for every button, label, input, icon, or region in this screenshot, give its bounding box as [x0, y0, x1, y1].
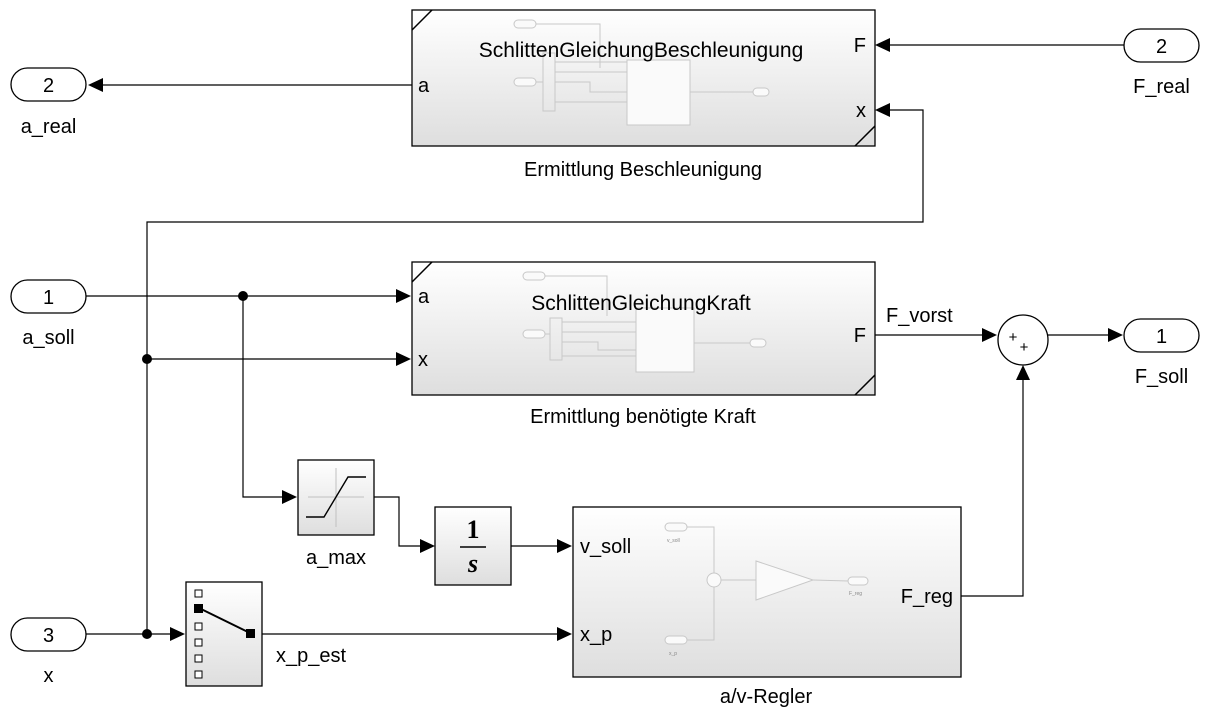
- selector-block[interactable]: [185, 581, 263, 687]
- block-caption: Ermittlung benötigte Kraft: [530, 406, 756, 428]
- port-name: F_soll: [1135, 366, 1188, 388]
- subsystem-thumbnail: [522, 271, 767, 373]
- saturation-block-a-max[interactable]: a_max: [297, 459, 375, 569]
- port-shape: [1123, 28, 1200, 63]
- inner-label: F_reg: [849, 591, 862, 597]
- selector-input-marker: [194, 622, 203, 631]
- port-number: 1: [1156, 326, 1167, 348]
- port-label-F: F: [854, 325, 866, 347]
- port-label-x: x: [418, 349, 428, 371]
- saturation-curve: [306, 476, 366, 518]
- arrowhead: [557, 627, 572, 641]
- arrowhead: [420, 539, 435, 553]
- port-label-a: a: [418, 286, 430, 308]
- port-name: a_real: [21, 116, 77, 138]
- selector-input-marker: [194, 638, 203, 647]
- wire-a-soll-branch[interactable]: [242, 296, 282, 498]
- sum-sign: +: [1009, 329, 1018, 346]
- subsystem-corner-mark: [854, 125, 876, 147]
- arrowhead: [282, 490, 297, 504]
- subsystem-ermittlung-kraft[interactable]: SchlittenGleichungKraft a x F Ermittlung…: [411, 261, 876, 428]
- port-shape: [10, 279, 87, 314]
- port-number: 1: [43, 287, 54, 309]
- port-label-x: x: [856, 100, 866, 122]
- sum-block[interactable]: + +: [997, 314, 1049, 366]
- port-shape: [10, 617, 87, 652]
- sum-sign: +: [1020, 339, 1029, 356]
- wire-a-max-out[interactable]: [374, 496, 420, 547]
- block-title: SchlittenGleichungKraft: [531, 292, 751, 315]
- selector-active-input: [194, 604, 203, 613]
- arrowhead: [396, 352, 411, 366]
- port-name: a_soll: [22, 327, 74, 349]
- regler-thumbnail: v_soll x_p F_reg: [664, 522, 869, 657]
- port-number: 2: [43, 75, 54, 97]
- arrowhead: [875, 103, 890, 117]
- port-name: F_real: [1133, 76, 1190, 98]
- port-label-v-soll: v_soll: [580, 536, 631, 558]
- junction-dot: [142, 354, 152, 364]
- subsystem-ermittlung-beschleunigung[interactable]: SchlittenGleichungBeschleunigung a F x E…: [411, 9, 876, 181]
- junction-dot: [238, 291, 248, 301]
- junction-dot: [142, 629, 152, 639]
- port-label-x-p: x_p: [580, 624, 612, 646]
- selector-input-marker: [194, 670, 203, 679]
- subsystem-corner-mark: [411, 261, 433, 283]
- integrator-numerator: 1: [467, 515, 480, 544]
- arrowhead: [170, 627, 185, 641]
- block-body: [434, 506, 512, 586]
- port-number: 2: [1156, 36, 1167, 58]
- inner-label: x_p: [669, 651, 677, 657]
- integrator-block[interactable]: 1 s: [434, 506, 512, 586]
- inport-a-soll[interactable]: 1 a_soll: [10, 279, 87, 349]
- arrowhead: [1016, 365, 1030, 380]
- block-title: SchlittenGleichungBeschleunigung: [479, 39, 804, 62]
- subsystem-thumbnail: [513, 19, 770, 126]
- subsystem-av-regler[interactable]: v_soll x_p F_reg v_soll x_p F_reg a/v-Re…: [572, 506, 962, 708]
- selector-input-marker: [194, 589, 203, 598]
- port-number: 3: [43, 625, 54, 647]
- arrowhead: [982, 328, 997, 342]
- port-label-F-reg: F_reg: [901, 586, 953, 608]
- outport-f-soll[interactable]: 1 F_soll: [1123, 318, 1200, 388]
- integrator-denominator: s: [467, 549, 478, 578]
- signal-label-x-p-est: x_p_est: [276, 645, 346, 667]
- wire-f-reg[interactable]: [961, 380, 1024, 597]
- arrowhead: [396, 289, 411, 303]
- block-caption: a/v-Regler: [720, 686, 813, 708]
- arrowhead: [875, 38, 890, 52]
- arrowhead: [557, 539, 572, 553]
- signal-label-f-vorst: F_vorst: [886, 305, 953, 327]
- arrowhead: [88, 78, 103, 92]
- subsystem-corner-mark: [411, 9, 433, 31]
- inport-f-real[interactable]: 2 F_real: [1123, 28, 1200, 98]
- signal-lines: [86, 38, 1124, 641]
- port-name: x: [44, 665, 54, 687]
- port-label-a: a: [418, 75, 430, 97]
- sum-circle: [997, 314, 1049, 366]
- port-shape: [10, 67, 87, 102]
- outport-a-real[interactable]: 2 a_real: [10, 67, 87, 138]
- inport-x[interactable]: 3 x: [10, 617, 87, 687]
- port-label-F: F: [854, 35, 866, 57]
- selector-switch-line: [198, 607, 251, 634]
- subsystem-corner-mark: [854, 374, 876, 396]
- arrowhead: [1108, 328, 1123, 342]
- selector-input-marker: [194, 654, 203, 663]
- inner-label: v_soll: [667, 538, 680, 544]
- port-shape: [1123, 318, 1200, 353]
- block-caption: a_max: [306, 547, 366, 569]
- selector-output: [246, 629, 255, 638]
- block-caption: Ermittlung Beschleunigung: [524, 159, 762, 181]
